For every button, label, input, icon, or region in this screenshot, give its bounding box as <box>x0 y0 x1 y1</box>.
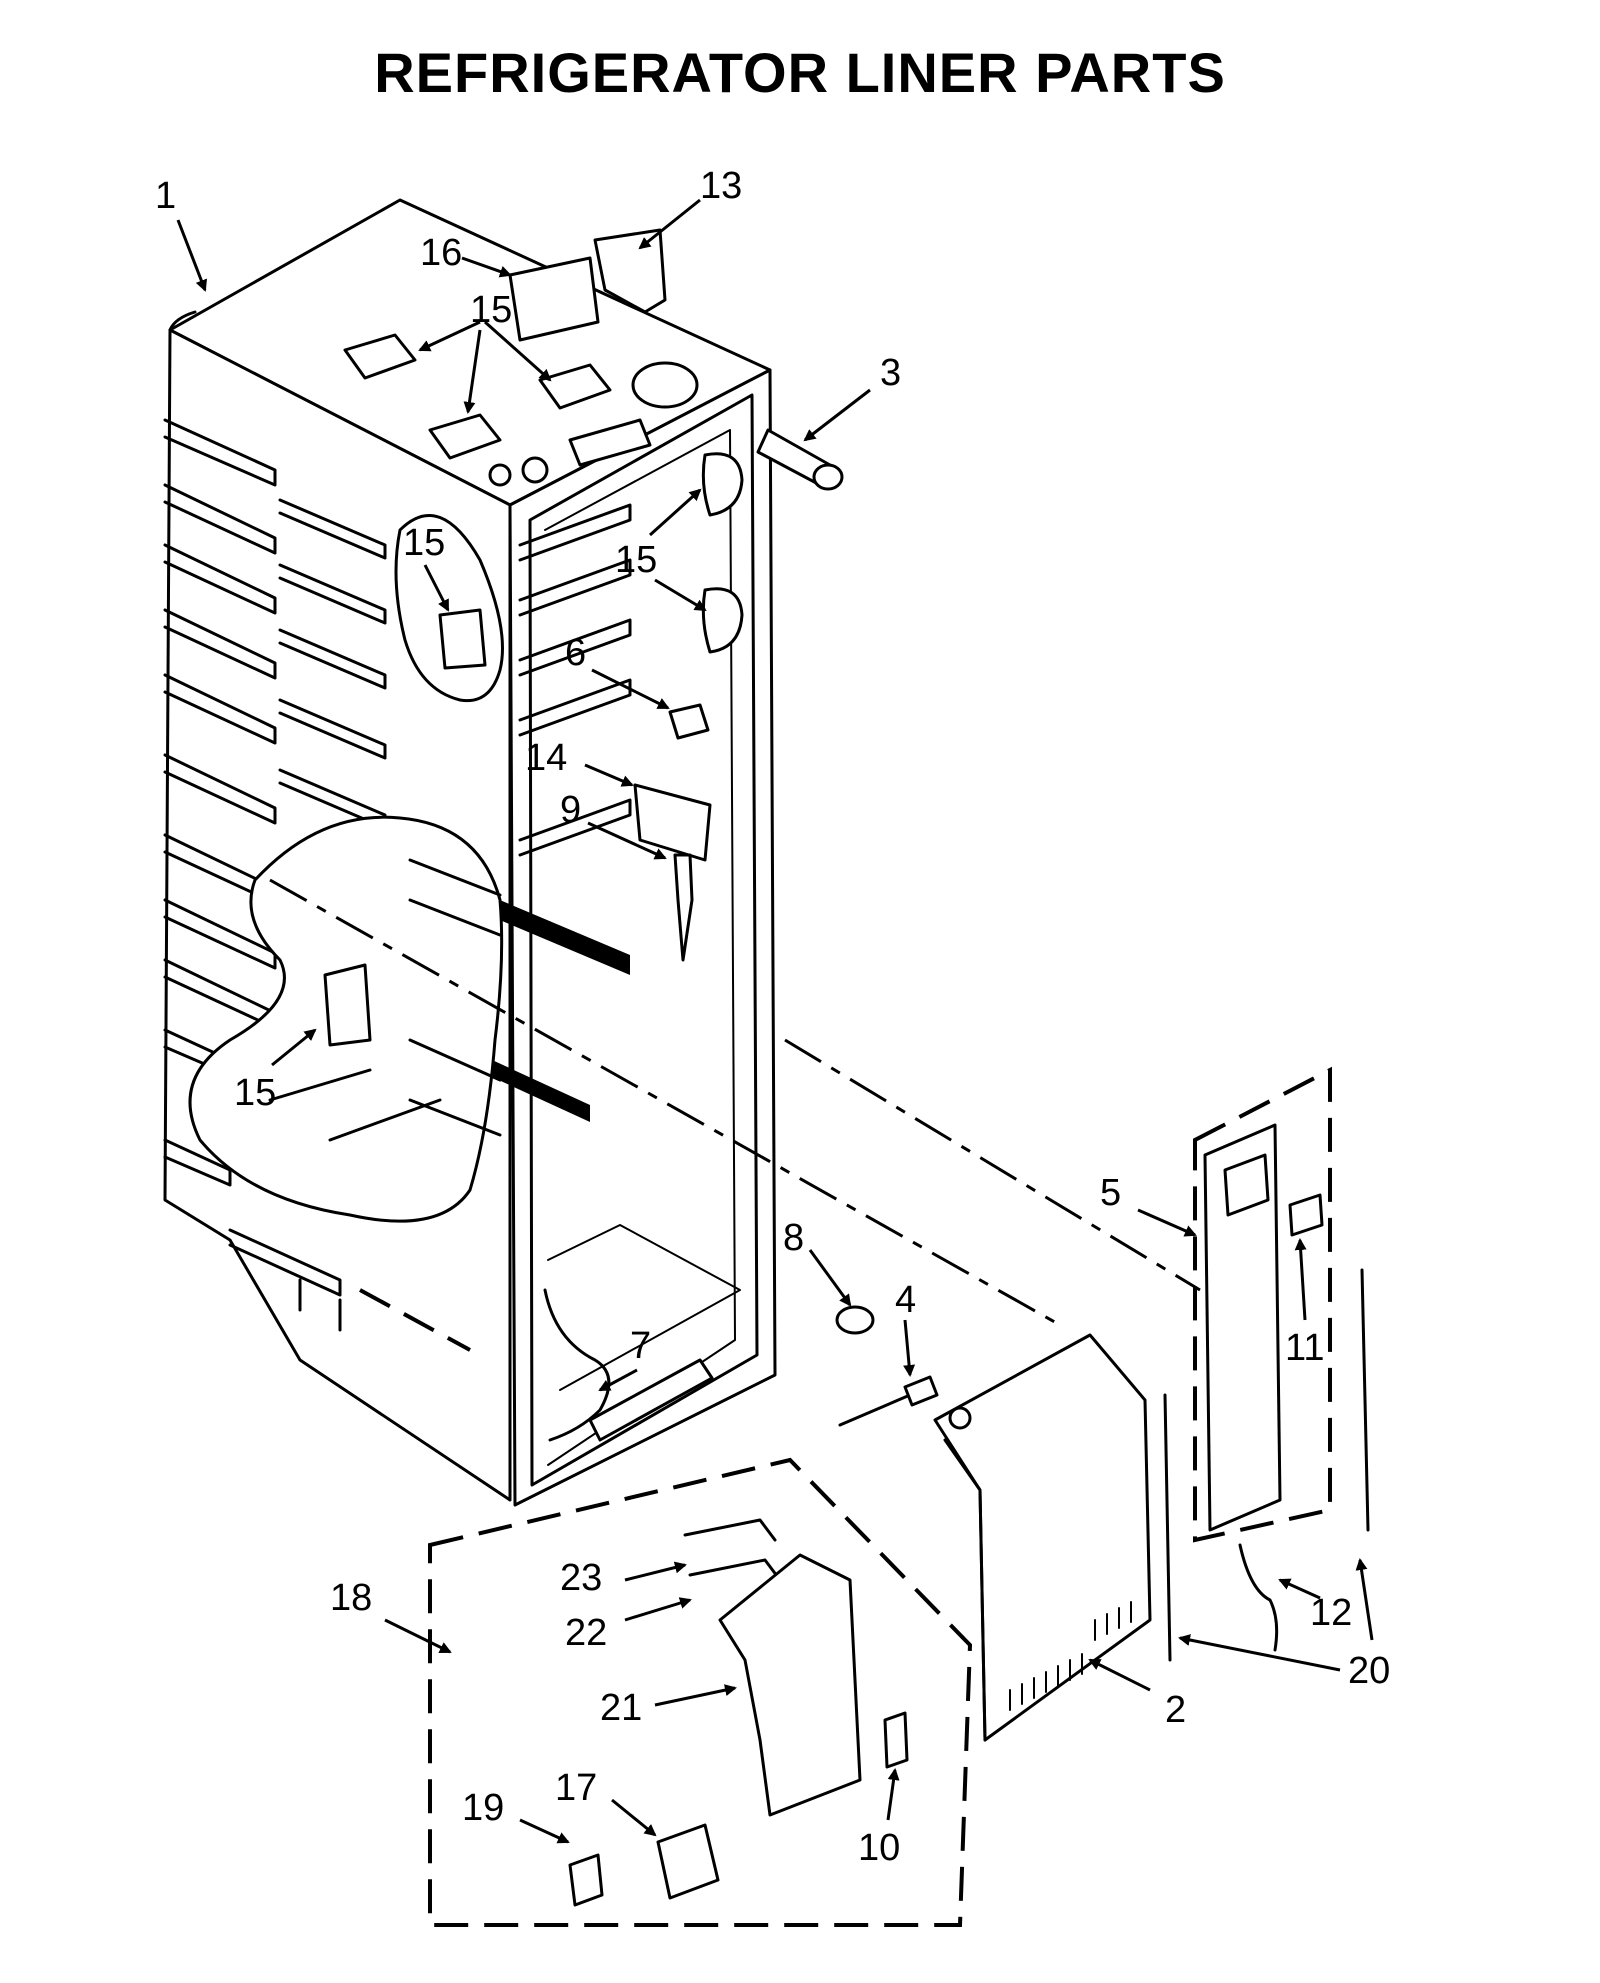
callout-23: 23 <box>560 1557 602 1599</box>
part-8-plug <box>835 1305 875 1335</box>
callout-4: 4 <box>895 1279 916 1321</box>
callout-7: 7 <box>630 1325 651 1367</box>
callout-labels: 1 13 16 15 15 3 15 15 6 14 9 15 5 11 8 4… <box>155 165 1390 1869</box>
bracket-part-13 <box>593 228 667 314</box>
callout-11: 11 <box>1285 1327 1324 1369</box>
callout-3: 3 <box>880 352 901 394</box>
control-panel-boundary <box>1193 1066 1332 1543</box>
callout-1: 1 <box>155 175 176 217</box>
part-4-shaft <box>838 1375 939 1427</box>
callout-21: 21 <box>600 1687 642 1729</box>
callout-12: 12 <box>1310 1592 1352 1634</box>
callout-15-lower: 15 <box>234 1072 276 1114</box>
callout-19: 19 <box>462 1787 504 1829</box>
part-9-thermistor <box>673 853 694 962</box>
fan-motor-part-17 <box>656 1823 720 1900</box>
label-plate-part-16 <box>508 256 600 342</box>
leader-arrows <box>176 198 1374 1844</box>
light-part-3 <box>756 428 844 491</box>
part-10-connector <box>883 1711 909 1769</box>
callout-18: 18 <box>330 1577 372 1619</box>
sensor-part-15-group <box>323 333 744 1047</box>
part-6-clip <box>668 703 710 740</box>
callout-10: 10 <box>858 1827 900 1869</box>
wire-part-12 <box>1238 1543 1279 1652</box>
callout-6: 6 <box>565 632 586 674</box>
part-19-block <box>568 1853 604 1907</box>
part-14-housing <box>633 783 712 862</box>
callout-17: 17 <box>555 1767 597 1809</box>
page-title: REFRIGERATOR LINER PARTS <box>374 41 1226 104</box>
part-7-heater <box>543 1288 714 1442</box>
callout-16: 16 <box>420 232 462 274</box>
strip-part-20 <box>1163 1268 1370 1662</box>
fan-assembly-part-18 <box>568 1518 909 1907</box>
callout-8: 8 <box>783 1217 804 1259</box>
fan-shroud-part-21 <box>718 1553 862 1817</box>
callout-22: 22 <box>565 1612 607 1654</box>
callout-15-top: 15 <box>470 289 512 331</box>
callout-20: 20 <box>1348 1650 1390 1692</box>
control-panel-part-5 <box>1203 1123 1324 1532</box>
callout-9: 9 <box>560 789 581 831</box>
callout-15-back: 15 <box>615 539 657 581</box>
callout-5: 5 <box>1100 1172 1121 1214</box>
callout-15-upper-blob: 15 <box>403 522 445 564</box>
callout-13: 13 <box>700 165 742 207</box>
evaporator-cover-part-2 <box>933 1333 1152 1742</box>
fan-assembly-boundary <box>428 1457 973 1927</box>
callout-2: 2 <box>1165 1689 1186 1731</box>
callout-14: 14 <box>525 737 567 779</box>
